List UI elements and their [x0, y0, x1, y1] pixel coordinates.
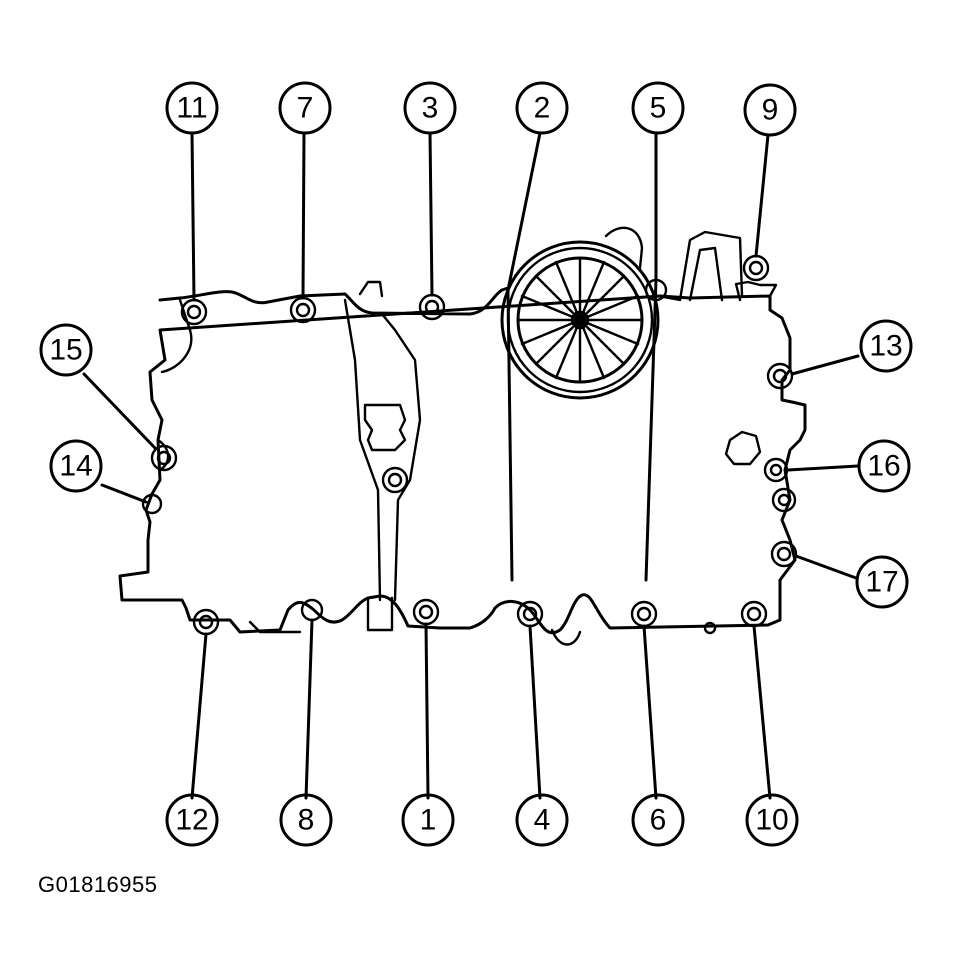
callout-12-label: 12	[175, 804, 208, 837]
callout-10-label: 10	[755, 804, 788, 837]
callout-2: 2	[515, 81, 569, 135]
callout-12: 12	[165, 793, 219, 847]
callout-2-label: 2	[534, 92, 551, 125]
oil-pan-outline	[118, 226, 807, 646]
bolt-12	[192, 608, 220, 636]
bolt-10	[740, 600, 768, 628]
callout-9-label: 9	[762, 94, 779, 127]
oil-filter	[500, 240, 660, 400]
bolt-7	[289, 296, 317, 324]
callout-17: 17	[855, 555, 909, 609]
callout-7-label: 7	[297, 92, 314, 125]
callout-1: 1	[401, 793, 455, 847]
callout-17-label: 17	[865, 566, 898, 599]
callout-13: 13	[859, 319, 913, 373]
center-bolt	[381, 466, 409, 494]
bolt-6	[630, 600, 658, 628]
callouts: 11 7 3 2 5 9 15 13	[39, 81, 913, 847]
bolt-13	[766, 362, 794, 390]
callout-8-label: 8	[298, 804, 315, 837]
callout-3: 3	[403, 81, 457, 135]
callout-5: 5	[631, 81, 685, 135]
callout-7: 7	[278, 81, 332, 135]
callout-6: 6	[631, 793, 685, 847]
callout-16: 16	[857, 439, 911, 493]
callout-4-label: 4	[534, 804, 551, 837]
callout-14-label: 14	[59, 450, 92, 483]
bolt-17	[770, 540, 798, 568]
callout-4: 4	[515, 793, 569, 847]
callout-14: 14	[49, 439, 103, 493]
callout-6-label: 6	[650, 804, 667, 837]
bolt-11	[180, 298, 208, 326]
callout-1-label: 1	[420, 804, 437, 837]
leader-lines	[82, 131, 860, 800]
bolt-3	[418, 293, 446, 321]
callout-16-label: 16	[867, 450, 900, 483]
bolt-15	[150, 444, 178, 472]
bolt-extra	[771, 487, 797, 513]
callout-13-label: 13	[869, 330, 902, 363]
callout-3-label: 3	[422, 92, 439, 125]
callout-15: 15	[39, 323, 93, 377]
callout-15-label: 15	[49, 334, 82, 367]
figure-id: G01816955	[38, 872, 158, 897]
bolt-1	[412, 598, 440, 626]
callout-11-label: 11	[176, 92, 207, 125]
bolt-14	[141, 493, 163, 515]
callout-10: 10	[745, 793, 799, 847]
callout-8: 8	[279, 793, 333, 847]
drain-plug	[724, 430, 762, 466]
bolt-4	[516, 600, 544, 628]
callout-5-label: 5	[650, 92, 667, 125]
callout-9: 9	[743, 83, 797, 137]
callout-11: 11	[165, 81, 219, 135]
bolt-9	[742, 254, 770, 282]
